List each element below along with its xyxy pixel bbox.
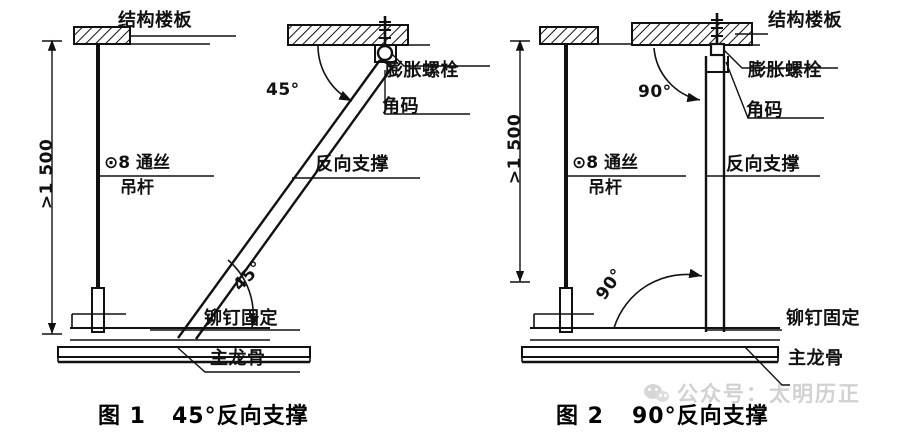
fig2-leader-keel bbox=[744, 346, 790, 386]
fig2-dimension-text: >1 500 bbox=[505, 113, 526, 185]
fig1-angle-arc-bottom bbox=[227, 259, 260, 329]
fig2-label-anchor-bolt: 膨胀螺栓 bbox=[748, 60, 822, 81]
fig1-hanger-note: ⊙8 通丝 吊杆 bbox=[104, 148, 170, 198]
fig1-hanger-rod bbox=[91, 44, 105, 333]
fig2-hanger-line1: ⊙8 通丝 bbox=[572, 153, 638, 173]
fig2-label-main-keel: 主龙骨 bbox=[788, 348, 844, 369]
fig1-leader-bolt bbox=[391, 53, 490, 67]
fig2-main-keel bbox=[521, 313, 780, 364]
fig2-hanger-rod bbox=[559, 44, 573, 333]
fig2-caption-title: 90°反向支撑 bbox=[632, 404, 769, 429]
fig1-slab-right bbox=[287, 24, 430, 46]
fig1-caption-number: 图 1 bbox=[98, 404, 146, 429]
fig1-expansion-bolt bbox=[376, 16, 394, 62]
fig1-label-rivet: 铆钉固定 bbox=[204, 308, 278, 329]
fig2-angle-top-text: 90° bbox=[638, 82, 672, 102]
fig1-angle-arc-top bbox=[317, 45, 353, 102]
fig2-angle-arc-bottom bbox=[613, 268, 703, 329]
fig1-hanger-line2: 吊杆 bbox=[120, 178, 154, 198]
fig1-label-main-keel: 主龙骨 bbox=[210, 348, 266, 369]
fig1-label-brace: 反向支撑 bbox=[315, 154, 389, 175]
fig2-label-rivet: 铆钉固定 bbox=[786, 308, 860, 329]
fig1-reverse-brace bbox=[177, 59, 394, 340]
fig1-label-anchor-bolt: 膨胀螺栓 bbox=[385, 60, 459, 81]
fig2-label-slab: 结构楼板 bbox=[768, 10, 842, 31]
fig1-dimension-text: >1 500 bbox=[37, 138, 58, 210]
figure-1-graphics bbox=[42, 16, 490, 373]
fig1-leader-bracket bbox=[384, 70, 470, 115]
fig2-label-brace: 反向支撑 bbox=[726, 154, 800, 175]
fig2-leader-bracket bbox=[725, 61, 824, 119]
fig1-main-keel bbox=[57, 313, 311, 364]
fig2-angle-arc-top bbox=[653, 47, 701, 103]
fig2-hanger-note: ⊙8 通丝 吊杆 bbox=[572, 148, 638, 198]
fig2-reverse-brace bbox=[704, 56, 726, 332]
fig2-expansion-bolt bbox=[709, 13, 726, 57]
figure-2-graphics bbox=[510, 13, 838, 386]
fig1-dimension-line bbox=[42, 39, 62, 335]
fig2-leader-bolt bbox=[723, 49, 838, 69]
fig1-leader-keel bbox=[177, 347, 300, 373]
fig1-label-slab: 结构楼板 bbox=[118, 10, 192, 31]
fig1-caption-title: 45°反向支撑 bbox=[172, 404, 309, 429]
fig1-label-angle-bracket: 角码 bbox=[382, 96, 419, 117]
fig1-hanger-line1: ⊙8 通丝 bbox=[104, 153, 170, 173]
fig2-hanger-line2: 吊杆 bbox=[588, 178, 622, 198]
fig2-label-angle-bracket: 角码 bbox=[746, 100, 783, 121]
fig2-caption-number: 图 2 bbox=[556, 404, 604, 429]
fig2-dimension-line bbox=[510, 39, 530, 283]
fig1-angle-top-text: 45° bbox=[266, 80, 300, 100]
